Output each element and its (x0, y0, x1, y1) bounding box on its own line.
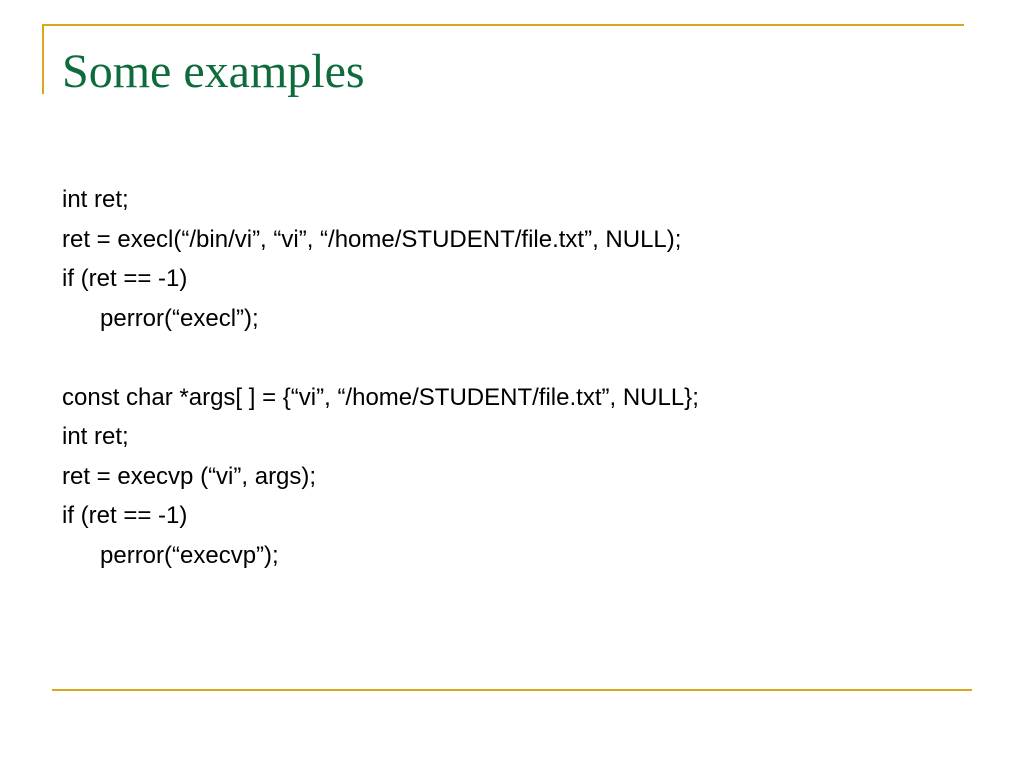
code-listing: int ret; ret = execl(“/bin/vi”, “vi”, “/… (62, 180, 699, 575)
blank-line (62, 338, 699, 378)
code-line: perror(“execl”); (100, 304, 259, 332)
code-line: ret = execl(“/bin/vi”, “vi”, “/home/STUD… (62, 225, 682, 253)
code-line: const char *args[ ] = {“vi”, “/home/STUD… (62, 383, 699, 411)
code-line: int ret; (62, 186, 129, 213)
code-line: if (ret == -1) (62, 265, 188, 292)
code-line: ret = execvp (“vi”, args); (62, 462, 317, 490)
code-line: if (ret == -1) (62, 502, 188, 529)
code-line: perror(“execvp”); (100, 541, 279, 569)
bottom-divider (52, 689, 972, 691)
left-accent-bar (42, 24, 44, 94)
top-divider (42, 24, 964, 26)
code-line: int ret; (62, 423, 129, 450)
slide-title: Some examples (62, 45, 365, 98)
